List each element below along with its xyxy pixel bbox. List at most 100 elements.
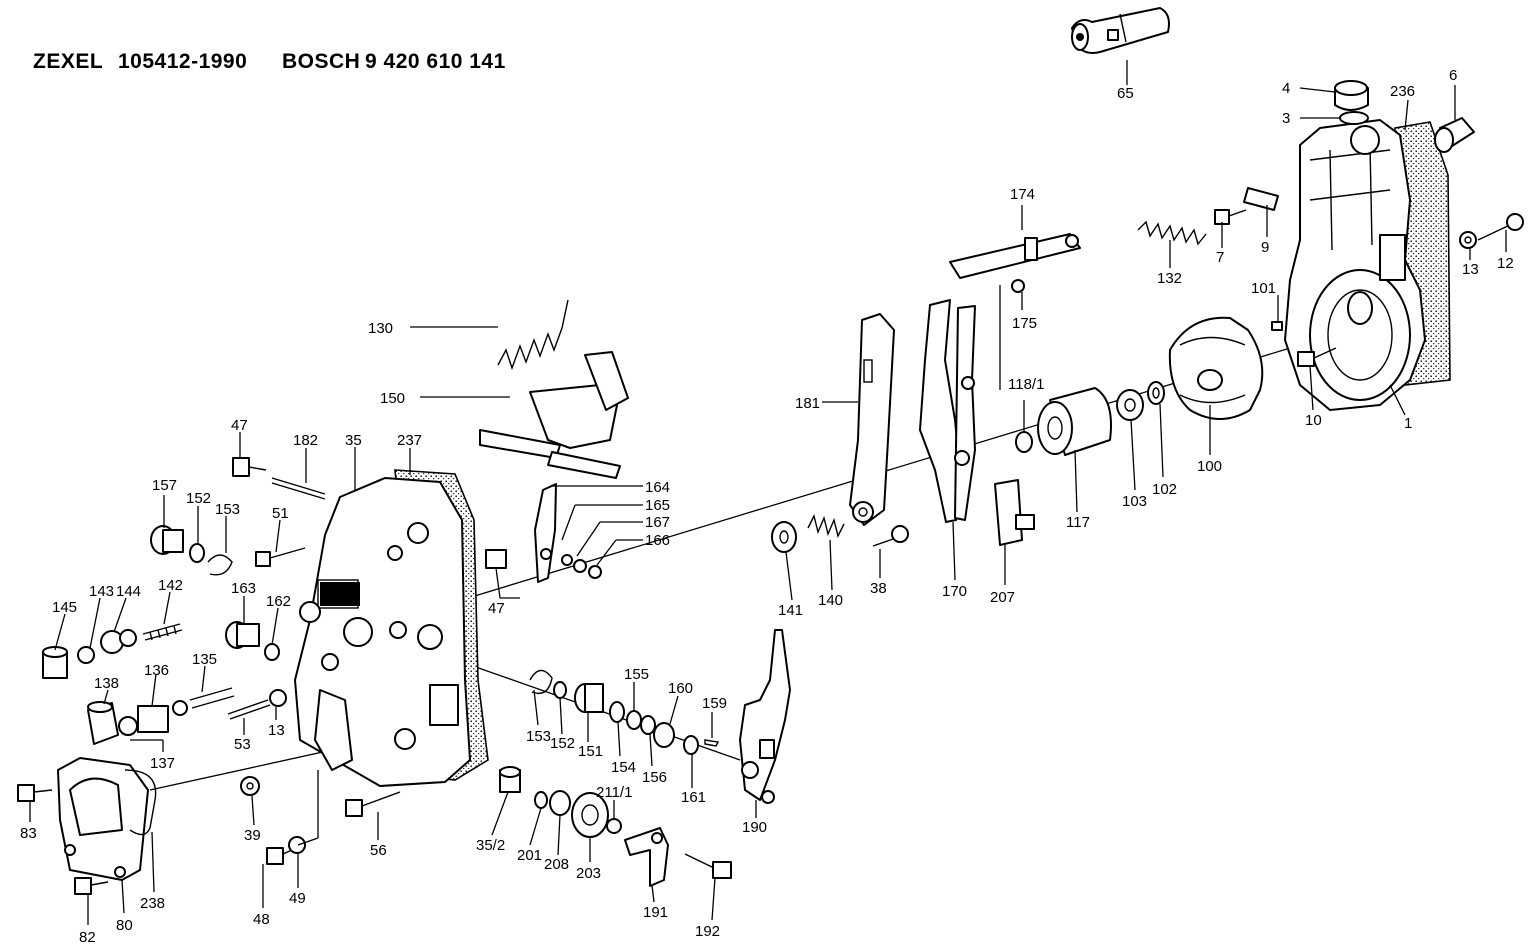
part-153-clip bbox=[207, 554, 233, 576]
callout-83: 83 bbox=[20, 825, 37, 842]
callout-137: 137 bbox=[150, 755, 175, 772]
callout-142: 142 bbox=[158, 577, 183, 594]
part-47-plug bbox=[485, 549, 507, 569]
callout-65: 65 bbox=[1117, 85, 1134, 102]
part-48-bolt bbox=[266, 847, 293, 865]
callout-101: 101 bbox=[1251, 280, 1276, 297]
callout-152: 152 bbox=[186, 490, 211, 507]
callout-49: 49 bbox=[289, 890, 306, 907]
part-143-nut bbox=[77, 646, 95, 664]
part-135-screw bbox=[172, 687, 235, 716]
part-101-key bbox=[1271, 321, 1283, 331]
part-51-bolt bbox=[255, 547, 306, 567]
callout-159: 159 bbox=[702, 695, 727, 712]
part-174-bar bbox=[949, 233, 1081, 279]
part-156-washer bbox=[640, 715, 656, 735]
part-150-lever-shaft bbox=[479, 351, 629, 479]
part-157-plug bbox=[150, 525, 184, 555]
callout-53: 53 bbox=[234, 736, 251, 753]
callout-207: 207 bbox=[990, 589, 1015, 606]
part-166-nut bbox=[588, 565, 602, 579]
part-38-bolt bbox=[872, 525, 909, 547]
part-175-clip bbox=[1011, 279, 1025, 293]
part-65-sleeve bbox=[1071, 7, 1170, 54]
callout-150: 150 bbox=[380, 390, 405, 407]
callout-156: 156 bbox=[642, 769, 667, 786]
part-83-bolt bbox=[17, 784, 53, 802]
callout-138: 138 bbox=[94, 675, 119, 692]
part-162-washer bbox=[264, 643, 280, 661]
callout-9: 9 bbox=[1261, 239, 1269, 256]
part-145-cap bbox=[42, 646, 68, 679]
part-132-spring bbox=[1137, 220, 1207, 246]
part-136-nut bbox=[118, 705, 169, 736]
part-142-screw bbox=[142, 623, 183, 641]
callout-211-1: 211/1 bbox=[596, 784, 632, 801]
callout-6: 6 bbox=[1449, 67, 1457, 84]
callout-192: 192 bbox=[695, 923, 720, 940]
part-238-o-ring bbox=[124, 769, 157, 836]
part-35-cover-housing bbox=[294, 477, 471, 787]
part-53-stud bbox=[227, 699, 271, 720]
callout-154: 154 bbox=[611, 759, 636, 776]
part-152-ring-right bbox=[553, 681, 567, 699]
part-182-stud bbox=[271, 477, 326, 500]
part-13-nut-lower bbox=[269, 689, 287, 707]
header-brand-bosch: BOSCH bbox=[282, 50, 361, 73]
callout-153-right: 153 bbox=[526, 728, 551, 745]
callout-166: 166 bbox=[645, 532, 670, 549]
part-117-sleeve bbox=[1037, 387, 1112, 456]
part-80-cover-plate bbox=[57, 757, 149, 881]
callout-47: 47 bbox=[231, 417, 248, 434]
part-153-clip-right bbox=[529, 669, 553, 695]
part-13-nut bbox=[1459, 231, 1477, 249]
callout-167: 167 bbox=[645, 514, 670, 531]
part-6-screw bbox=[1434, 117, 1475, 153]
part-47-bolt bbox=[232, 457, 267, 477]
callout-175: 175 bbox=[1012, 315, 1037, 332]
callout-7: 7 bbox=[1216, 249, 1224, 266]
callout-35: 35 bbox=[345, 432, 362, 449]
part-191-lever bbox=[624, 827, 669, 887]
callout-236: 236 bbox=[1390, 83, 1415, 100]
part-56-bolt bbox=[345, 791, 401, 817]
part-155-washer bbox=[626, 710, 642, 730]
callout-145: 145 bbox=[52, 599, 77, 616]
callout-118-1: 118/1 bbox=[1008, 376, 1044, 393]
part-165-washer bbox=[561, 554, 573, 566]
callout-130: 130 bbox=[368, 320, 393, 337]
callout-153: 153 bbox=[215, 501, 240, 518]
callout-117: 117 bbox=[1066, 514, 1090, 531]
part-170-lever bbox=[919, 299, 976, 523]
part-39-nut bbox=[240, 776, 260, 796]
part-154-ring bbox=[609, 701, 625, 723]
callout-191: 191 bbox=[643, 904, 668, 921]
part-12-bolt bbox=[1477, 213, 1524, 241]
part-211-1-washer bbox=[606, 818, 622, 834]
callout-48: 48 bbox=[253, 911, 270, 928]
callout-164: 164 bbox=[645, 479, 670, 496]
part-103-nut bbox=[1116, 389, 1144, 421]
callout-1: 1 bbox=[1404, 415, 1412, 432]
callout-208: 208 bbox=[544, 856, 569, 873]
part-49-nut bbox=[288, 836, 306, 854]
callout-170: 170 bbox=[942, 583, 967, 600]
part-160-sleeve bbox=[653, 722, 675, 748]
part-9-bracket bbox=[1243, 187, 1279, 211]
part-138-cap bbox=[87, 701, 119, 745]
part-35-2-plug bbox=[499, 766, 521, 793]
callout-80: 80 bbox=[116, 917, 133, 934]
callout-181: 181 bbox=[795, 395, 820, 412]
part-201-ring bbox=[534, 791, 548, 809]
callout-152-right: 152 bbox=[550, 735, 575, 752]
callout-10: 10 bbox=[1305, 412, 1322, 429]
callout-51: 51 bbox=[272, 505, 289, 522]
part-190-lever bbox=[739, 629, 791, 804]
part-163-plug bbox=[225, 621, 260, 649]
callout-163: 163 bbox=[231, 580, 256, 597]
leader-lines bbox=[29, 60, 1507, 925]
part-141-nut bbox=[771, 521, 797, 553]
callout-144: 144 bbox=[116, 583, 141, 600]
